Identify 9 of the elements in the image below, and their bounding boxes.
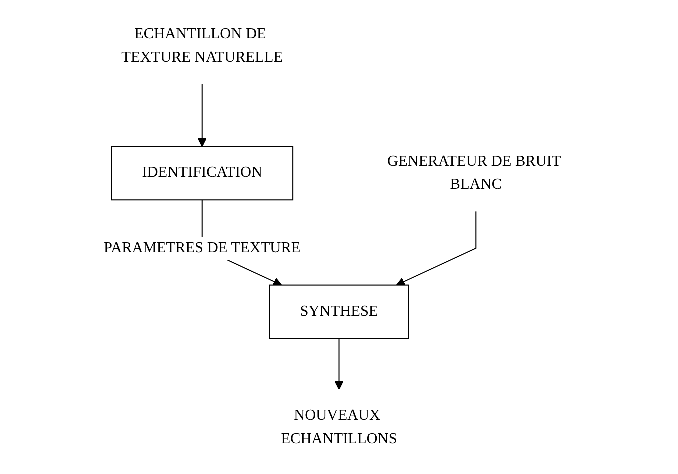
node-text: GENERATEUR DE BRUIT BLANC (387, 154, 561, 193)
node-box: SYNTHESE (268, 284, 409, 340)
node-text: ECHANTILLON DE TEXTURE NATURELLE (121, 26, 283, 66)
edge-label: PARAMETRES DE TEXTURE (104, 240, 300, 256)
arrow (198, 84, 207, 148)
node-text: NOUVEAUX ECHANTILLONS (280, 408, 398, 448)
arrow (334, 338, 344, 390)
node-box: IDENTIFICATION (110, 146, 294, 201)
arrow (396, 212, 476, 286)
